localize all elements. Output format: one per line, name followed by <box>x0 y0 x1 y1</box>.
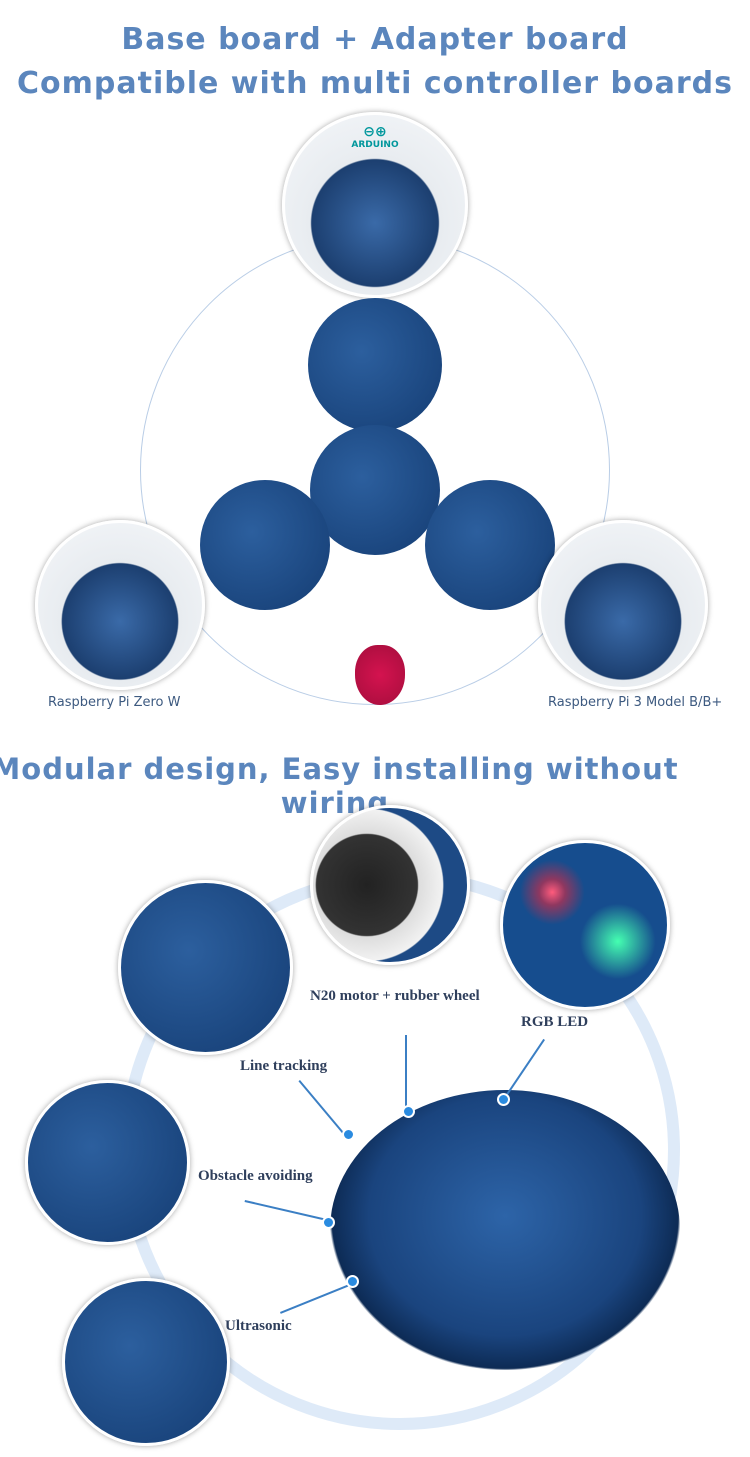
pi-zero-robot-photo <box>35 520 205 690</box>
section-title: Modular design, Easy installing without … <box>0 752 679 820</box>
ultrasonic-closeup <box>62 1278 230 1446</box>
pointer-motor <box>405 1035 407 1110</box>
alphabot2-robot-photo <box>330 1090 680 1370</box>
headline-2: Compatible with multi controller boards <box>17 66 733 101</box>
pi3-caption: Raspberry Pi 3 Model B/B+ <box>548 695 723 710</box>
base-board <box>310 425 440 555</box>
rgb-led-closeup <box>500 840 670 1010</box>
obstacle-sensor-closeup <box>25 1080 190 1245</box>
pi3-adapter-board <box>425 480 555 610</box>
raspberry-pi-logo <box>355 645 405 705</box>
pointer-dot <box>402 1105 415 1118</box>
pi-zero-adapter-board <box>200 480 330 610</box>
pointer-dot <box>342 1128 355 1141</box>
pointer-dot <box>322 1216 335 1229</box>
pi3-robot-photo <box>538 520 708 690</box>
motor-wheel-closeup <box>310 805 470 965</box>
line-sensor-closeup <box>118 880 293 1055</box>
arduino-logo: ⊖⊕ARDUINO <box>351 124 399 150</box>
pointer-dot <box>497 1093 510 1106</box>
label-line-tracking: Line tracking <box>240 1058 328 1074</box>
pi-zero-caption: Raspberry Pi Zero W <box>48 695 181 710</box>
label-obstacle: Obstacle avoiding <box>198 1168 313 1184</box>
label-motor: N20 motor + rubber wheel <box>310 988 480 1004</box>
label-rgb-led: RGB LED <box>521 1014 589 1030</box>
headline-1: Base board + Adapter board <box>121 22 629 57</box>
label-ultrasonic: Ultrasonic <box>225 1318 292 1334</box>
arduino-robot-photo <box>282 112 468 298</box>
pointer-dot <box>346 1275 359 1288</box>
arduino-adapter-board <box>308 298 442 432</box>
